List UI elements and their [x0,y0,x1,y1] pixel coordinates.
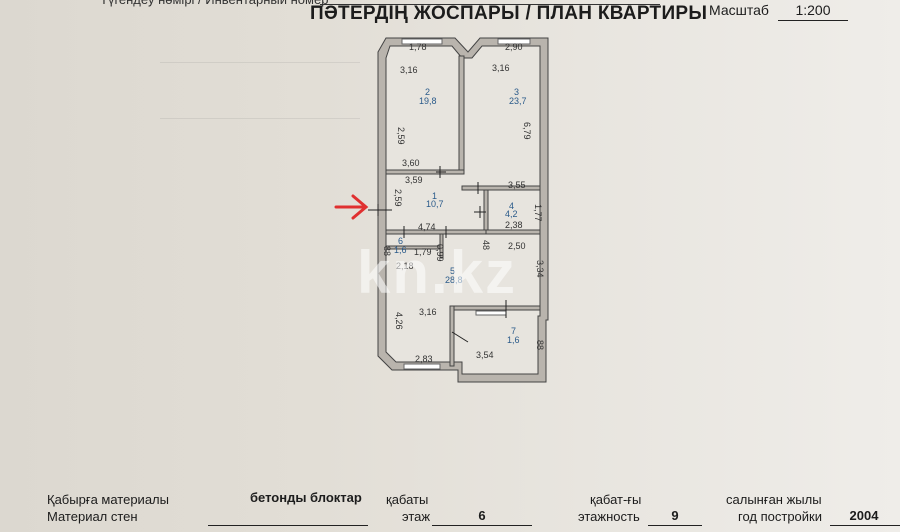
total-floors-line [648,525,702,526]
svg-text:3,16: 3,16 [400,65,418,75]
svg-text:3,54: 3,54 [476,350,494,360]
svg-text:3: 3 [514,87,519,97]
svg-text:1,6: 1,6 [507,335,520,345]
svg-text:2,18: 2,18 [396,261,414,271]
wall-material-value: бетонды блоктар [250,490,362,505]
year-line [830,525,900,526]
svg-text:4,74: 4,74 [418,222,436,232]
svg-text:7: 7 [511,326,516,336]
svg-text:1,79: 1,79 [414,247,432,257]
svg-text:4: 4 [509,201,514,211]
svg-text:1,78: 1,78 [409,42,427,52]
floor-line [432,525,532,526]
svg-text:2,59: 2,59 [396,127,406,145]
svg-text:4,2: 4,2 [505,209,518,219]
year-label-ru: год постройки [738,509,822,524]
wall-material-label-ru: Материал стен [47,509,138,524]
svg-text:1,6: 1,6 [394,245,407,255]
floor-label-kz: қабаты [386,492,429,507]
svg-text:2,59: 2,59 [393,189,403,207]
svg-text:6: 6 [398,236,403,246]
floor-value: 6 [478,508,486,523]
svg-text:10,7: 10,7 [426,199,444,209]
inventory-number-label: Түгендеу нөмірі / Инвентарный номер [100,0,328,7]
year-label-kz: салынған жылы [726,492,822,507]
scale-label: Масштаб [709,2,769,18]
total-floors-label-kz: қабат-ғы [590,492,642,507]
floor-label-ru: этаж [402,509,431,524]
svg-text:2,50: 2,50 [508,241,526,251]
svg-text:3,16: 3,16 [419,307,437,317]
svg-text:6,79: 6,79 [522,122,532,140]
svg-text:4,26: 4,26 [394,312,404,330]
svg-text:28,8: 28,8 [445,275,463,285]
svg-text:2,90: 2,90 [505,42,523,52]
ghost-line [160,62,360,63]
svg-text:1: 1 [432,191,437,201]
svg-text:3,34: 3,34 [535,260,545,278]
total-floors-label-ru: этажность [578,509,640,524]
year-value: 2004 [849,508,879,523]
red-arrow-icon [334,194,369,220]
svg-text:5: 5 [450,266,455,276]
svg-text:2,83: 2,83 [415,354,433,364]
ghost-line [160,118,360,119]
svg-text:3,16: 3,16 [492,63,510,73]
svg-text:19,8: 19,8 [419,96,437,106]
svg-text:0,99: 0,99 [435,244,445,262]
svg-text:23,7: 23,7 [509,96,527,106]
svg-text:3,60: 3,60 [402,158,420,168]
wall-material-line [208,525,368,526]
page-title: ПӘТЕРДІҢ ЖОСПАРЫ / ПЛАН КВАРТИРЫ [310,3,708,24]
inventory-number-line [320,4,660,5]
svg-text:88: 88 [382,246,392,256]
svg-text:2,38: 2,38 [505,220,523,230]
svg-text:1,77: 1,77 [533,204,543,222]
total-floors-value: 9 [671,508,679,523]
scale-value: 1:200 [778,2,848,21]
watermark: kn.kz [357,239,518,306]
wall-material-label-kz: Қабырға материалы [47,492,169,507]
svg-text:88: 88 [535,340,545,350]
svg-text:3,59: 3,59 [405,175,423,185]
svg-text:3,55: 3,55 [508,180,526,190]
svg-text:48: 48 [481,240,491,250]
svg-text:2: 2 [425,87,430,97]
